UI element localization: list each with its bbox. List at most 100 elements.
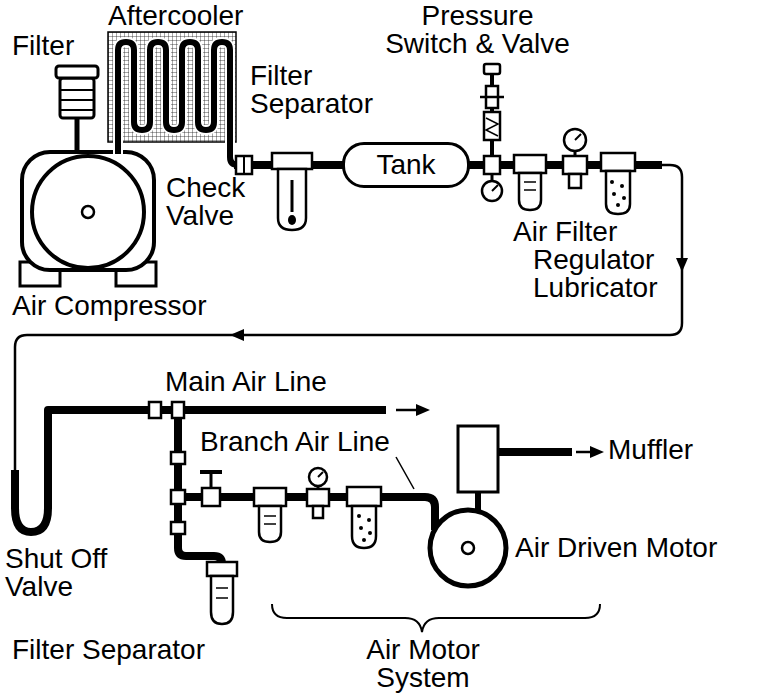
switch-box [484, 112, 500, 140]
part-label: Air Compressor [12, 292, 206, 320]
air-compressor [20, 152, 156, 286]
flow-line [576, 451, 592, 454]
lubricator-head [601, 153, 635, 171]
frl-unit [514, 129, 635, 214]
gauge-needle [575, 134, 581, 140]
valve-stem [210, 473, 213, 488]
part-label: Aftercooler [108, 2, 243, 30]
exhaust-pipe [498, 448, 572, 456]
regulator-knob [313, 506, 323, 518]
oil-drop [357, 514, 361, 518]
tank-node: Tank [342, 142, 470, 188]
part-label: Check Valve [166, 174, 256, 230]
regulator-body [563, 156, 587, 174]
compressor-flywheel [32, 156, 144, 268]
valve-handle [200, 470, 222, 474]
filter-cap [56, 66, 98, 78]
filter-element [524, 181, 536, 183]
separator-bowl [278, 169, 306, 230]
part-label: Main Air Line [165, 368, 327, 396]
oil-drop [359, 526, 363, 530]
union-fitting [171, 452, 185, 464]
part-label: Filter [12, 32, 74, 60]
separator-element [216, 587, 228, 589]
part-label: Pressure Switch & Valve [380, 2, 575, 58]
filter-element [264, 515, 276, 517]
separator-head [207, 562, 237, 576]
group-brace [272, 604, 600, 632]
lubricator-bowl [606, 171, 630, 214]
part-label: Regulator [533, 246, 654, 274]
muffler-body [458, 426, 498, 492]
regulator-knob [569, 174, 581, 188]
union-fitting [171, 522, 185, 534]
regulator-body [307, 489, 329, 506]
valve-lever [480, 96, 504, 99]
flow-line [396, 409, 418, 412]
oil-drop [367, 518, 371, 522]
separator-drain [291, 180, 294, 212]
leader-line [396, 457, 414, 489]
separator-element [216, 597, 228, 599]
flow-arrow [416, 404, 430, 416]
pressure-switch [480, 64, 504, 201]
pressure-gauge [482, 181, 502, 201]
oil-drop [616, 203, 620, 207]
valve-cap [484, 64, 500, 74]
gauge-needle [318, 472, 323, 477]
pipe-fittings [149, 402, 185, 534]
check-valve [236, 156, 252, 174]
aftercooler-coil [118, 42, 238, 165]
separator-head [272, 153, 312, 169]
cross-fitting [484, 156, 500, 174]
air-driven-motor [430, 426, 604, 586]
oil-drop [610, 180, 614, 184]
switch-contact [486, 118, 498, 136]
part-label: Muffler [608, 436, 693, 464]
gauge-needle [492, 185, 498, 191]
valve-seat [243, 156, 245, 174]
flow-arrow [230, 329, 244, 341]
motor-body [430, 510, 506, 586]
filter-bowl [259, 506, 281, 542]
drip-filter-separator [207, 562, 237, 624]
part-label: Air Filter [513, 218, 617, 246]
part-label: Branch Air Line [200, 428, 390, 456]
flow-arrow [590, 446, 604, 458]
part-label: Filter Separator [250, 62, 380, 118]
compressor-housing [22, 152, 154, 270]
valve-body [202, 488, 220, 506]
filter-head [514, 155, 546, 173]
oil-drop [612, 192, 616, 196]
part-label: Air Motor System [362, 636, 484, 692]
oil-drop [620, 184, 624, 188]
part-label: Filter Separator [12, 636, 205, 664]
filter-rib [60, 109, 94, 111]
tee-fitting [171, 490, 185, 504]
regulator-gauge [564, 129, 586, 151]
filter-element [264, 523, 276, 525]
oil-drop [362, 538, 366, 542]
flow-arrow [676, 258, 688, 272]
filter-body [60, 78, 94, 118]
part-label: Shut Off Valve [5, 545, 115, 601]
compressor-hub [82, 206, 94, 218]
filter-rib [60, 89, 94, 91]
filter-rib [60, 99, 94, 101]
shut-off-valve [200, 472, 222, 506]
node-text: Tank [376, 151, 435, 179]
lubricator-bowl [352, 506, 376, 548]
lubricator-head [347, 487, 381, 506]
coil-halo [118, 42, 238, 165]
filter-separator [272, 153, 312, 230]
filter-bowl [519, 173, 541, 210]
intake-pipe [75, 118, 80, 152]
regulator-gauge [309, 468, 327, 486]
separator-plug [288, 215, 296, 225]
part-label: Air Driven Motor [515, 534, 717, 562]
